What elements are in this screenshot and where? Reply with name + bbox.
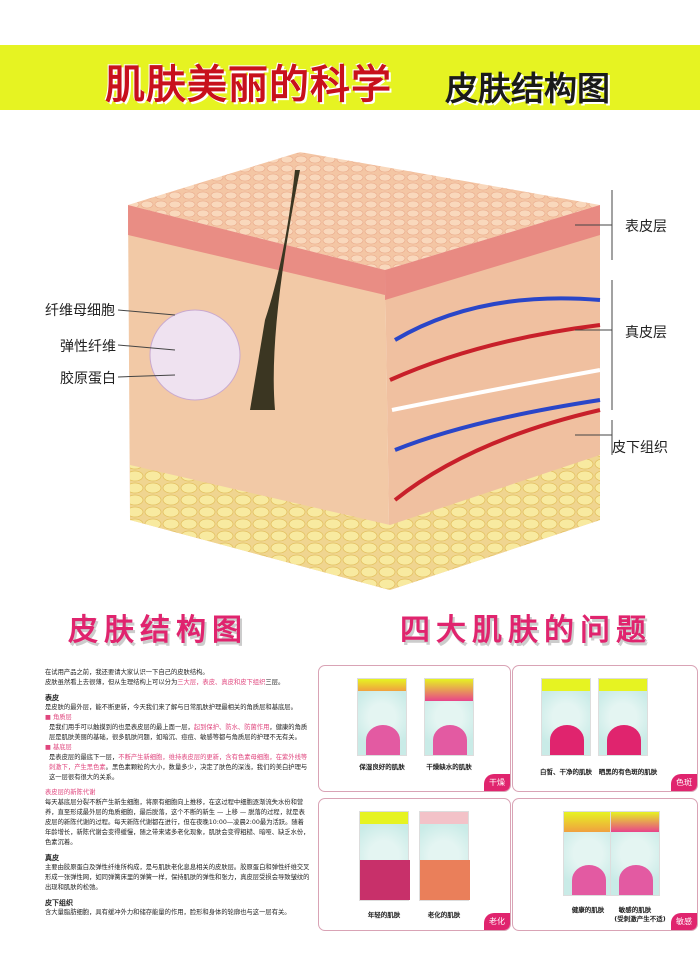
- epidermis-text: 是皮肤的最外层，能不断更新，今天我们来了解与日常肌肤护理最相关的角质层和基底层。: [45, 704, 297, 711]
- heading-epidermis: 表皮: [45, 694, 59, 702]
- tag-spots: 色斑: [671, 774, 697, 791]
- sensitive-skin-figure: [610, 811, 660, 896]
- label-fibroblast: 纤维母细胞: [45, 303, 115, 319]
- title-band: [0, 45, 700, 110]
- tag-dry: 干燥: [484, 774, 510, 791]
- caption: 老化的肌肤: [427, 911, 461, 919]
- stratum-text: 是我们用手可以触摸到的也是表皮层的最上面一层，起到保护、防水、防菌作用，健康的角…: [49, 724, 308, 741]
- page-subtitle: 皮肤结构图: [445, 69, 610, 108]
- heading-metabolism: 表皮层的新陈代谢: [45, 789, 96, 796]
- dermis-magnifier: [149, 309, 241, 401]
- problem-panel-dry: 保湿良好的肌肤 干燥缺水的肌肤 干燥: [318, 665, 511, 792]
- problem-panel-spots: 白皙、干净的肌肤 晒黑的有色斑的肌肤 色斑: [512, 665, 698, 792]
- tag-sensitive: 敏感: [671, 913, 697, 930]
- intro-1: 在试用产品之前，我还要请大家认识一下自己的皮肤结构。: [45, 669, 209, 676]
- label-dermis: 真皮层: [625, 325, 667, 341]
- spotted-skin-figure: [598, 678, 648, 756]
- caption: 保湿良好的肌肤: [359, 763, 405, 771]
- problem-panel-sensitive: 健康的肌肤 敏感的肌肤 (受刺激产生不适) 敏感: [512, 798, 698, 931]
- section-heading-structure: 皮肤结构图: [68, 613, 248, 648]
- label-elastic-fiber: 弹性纤维: [60, 339, 116, 355]
- label-subcutis: 皮下组织: [612, 440, 668, 456]
- fat-layer-left: [130, 465, 390, 590]
- label-epidermis: 表皮层: [625, 219, 667, 235]
- caption: 晒黑的有色斑的肌肤: [598, 768, 658, 776]
- problem-panel-aging: 年轻的肌肤 老化的肌肤 老化: [318, 798, 511, 931]
- heading-stratum: ■ 角质层: [45, 714, 72, 721]
- subcutis-text: 含大量脂肪细胞，具有缓冲外力和储存能量的作用，脸形和身体的轮廓也与这一层有关。: [45, 909, 291, 916]
- dry-skin-figure: [424, 678, 474, 756]
- healthy-skin-figure: [563, 811, 613, 896]
- fat-layer-right: [390, 455, 600, 590]
- caption: 年轻的肌肤: [367, 911, 401, 919]
- caption: 敏感的肌肤: [618, 906, 652, 914]
- aged-skin-figure: [419, 811, 470, 901]
- heading-subcutis: 皮下组织: [45, 899, 73, 907]
- caption: 白皙、干净的肌肤: [540, 768, 592, 776]
- page-title: 肌肤美丽的科学: [105, 62, 392, 108]
- clear-skin-figure: [541, 678, 591, 756]
- cube-top-face: [128, 152, 600, 270]
- basal-text: 是表皮层的最底下一层，不断产生新细胞，维持表皮层的更新，含有色素母细胞，在紫外线…: [49, 754, 308, 781]
- caption: (受刺激产生不适): [614, 915, 666, 923]
- intro-2: 皮肤虽然看上去很薄，但从生理结构上可以分为三大层，表皮、真皮和皮下组织三层。: [45, 679, 285, 686]
- article-text: 在试用产品之前，我还要请大家认识一下自己的皮肤结构。 皮肤虽然看上去很薄，但从生…: [45, 668, 310, 918]
- healthy-skin-figure: [357, 678, 407, 756]
- section-heading-problems: 四大肌肤的问题: [400, 613, 652, 648]
- label-collagen: 胶原蛋白: [60, 371, 116, 387]
- young-skin-figure: [359, 811, 410, 901]
- skin-structure-illustration: [117, 152, 613, 590]
- tag-aging: 老化: [484, 913, 510, 930]
- hair: [250, 170, 300, 410]
- caption: 干燥缺水的肌肤: [426, 763, 472, 771]
- dermis-text: 主要由胶原蛋白及弹性纤维所构成，是与肌肤老化息息相关的皮肤层。胶原蛋白和弹性纤维…: [45, 864, 310, 891]
- heading-basal: ■ 基底层: [45, 744, 72, 751]
- caption: 健康的肌肤: [571, 906, 605, 914]
- metabolism-text: 每天基底层分裂不断产生新生细胞，将原有细胞向上推移，在这过程中细胞逐渐流失水份和…: [45, 799, 310, 846]
- heading-dermis: 真皮: [45, 854, 59, 862]
